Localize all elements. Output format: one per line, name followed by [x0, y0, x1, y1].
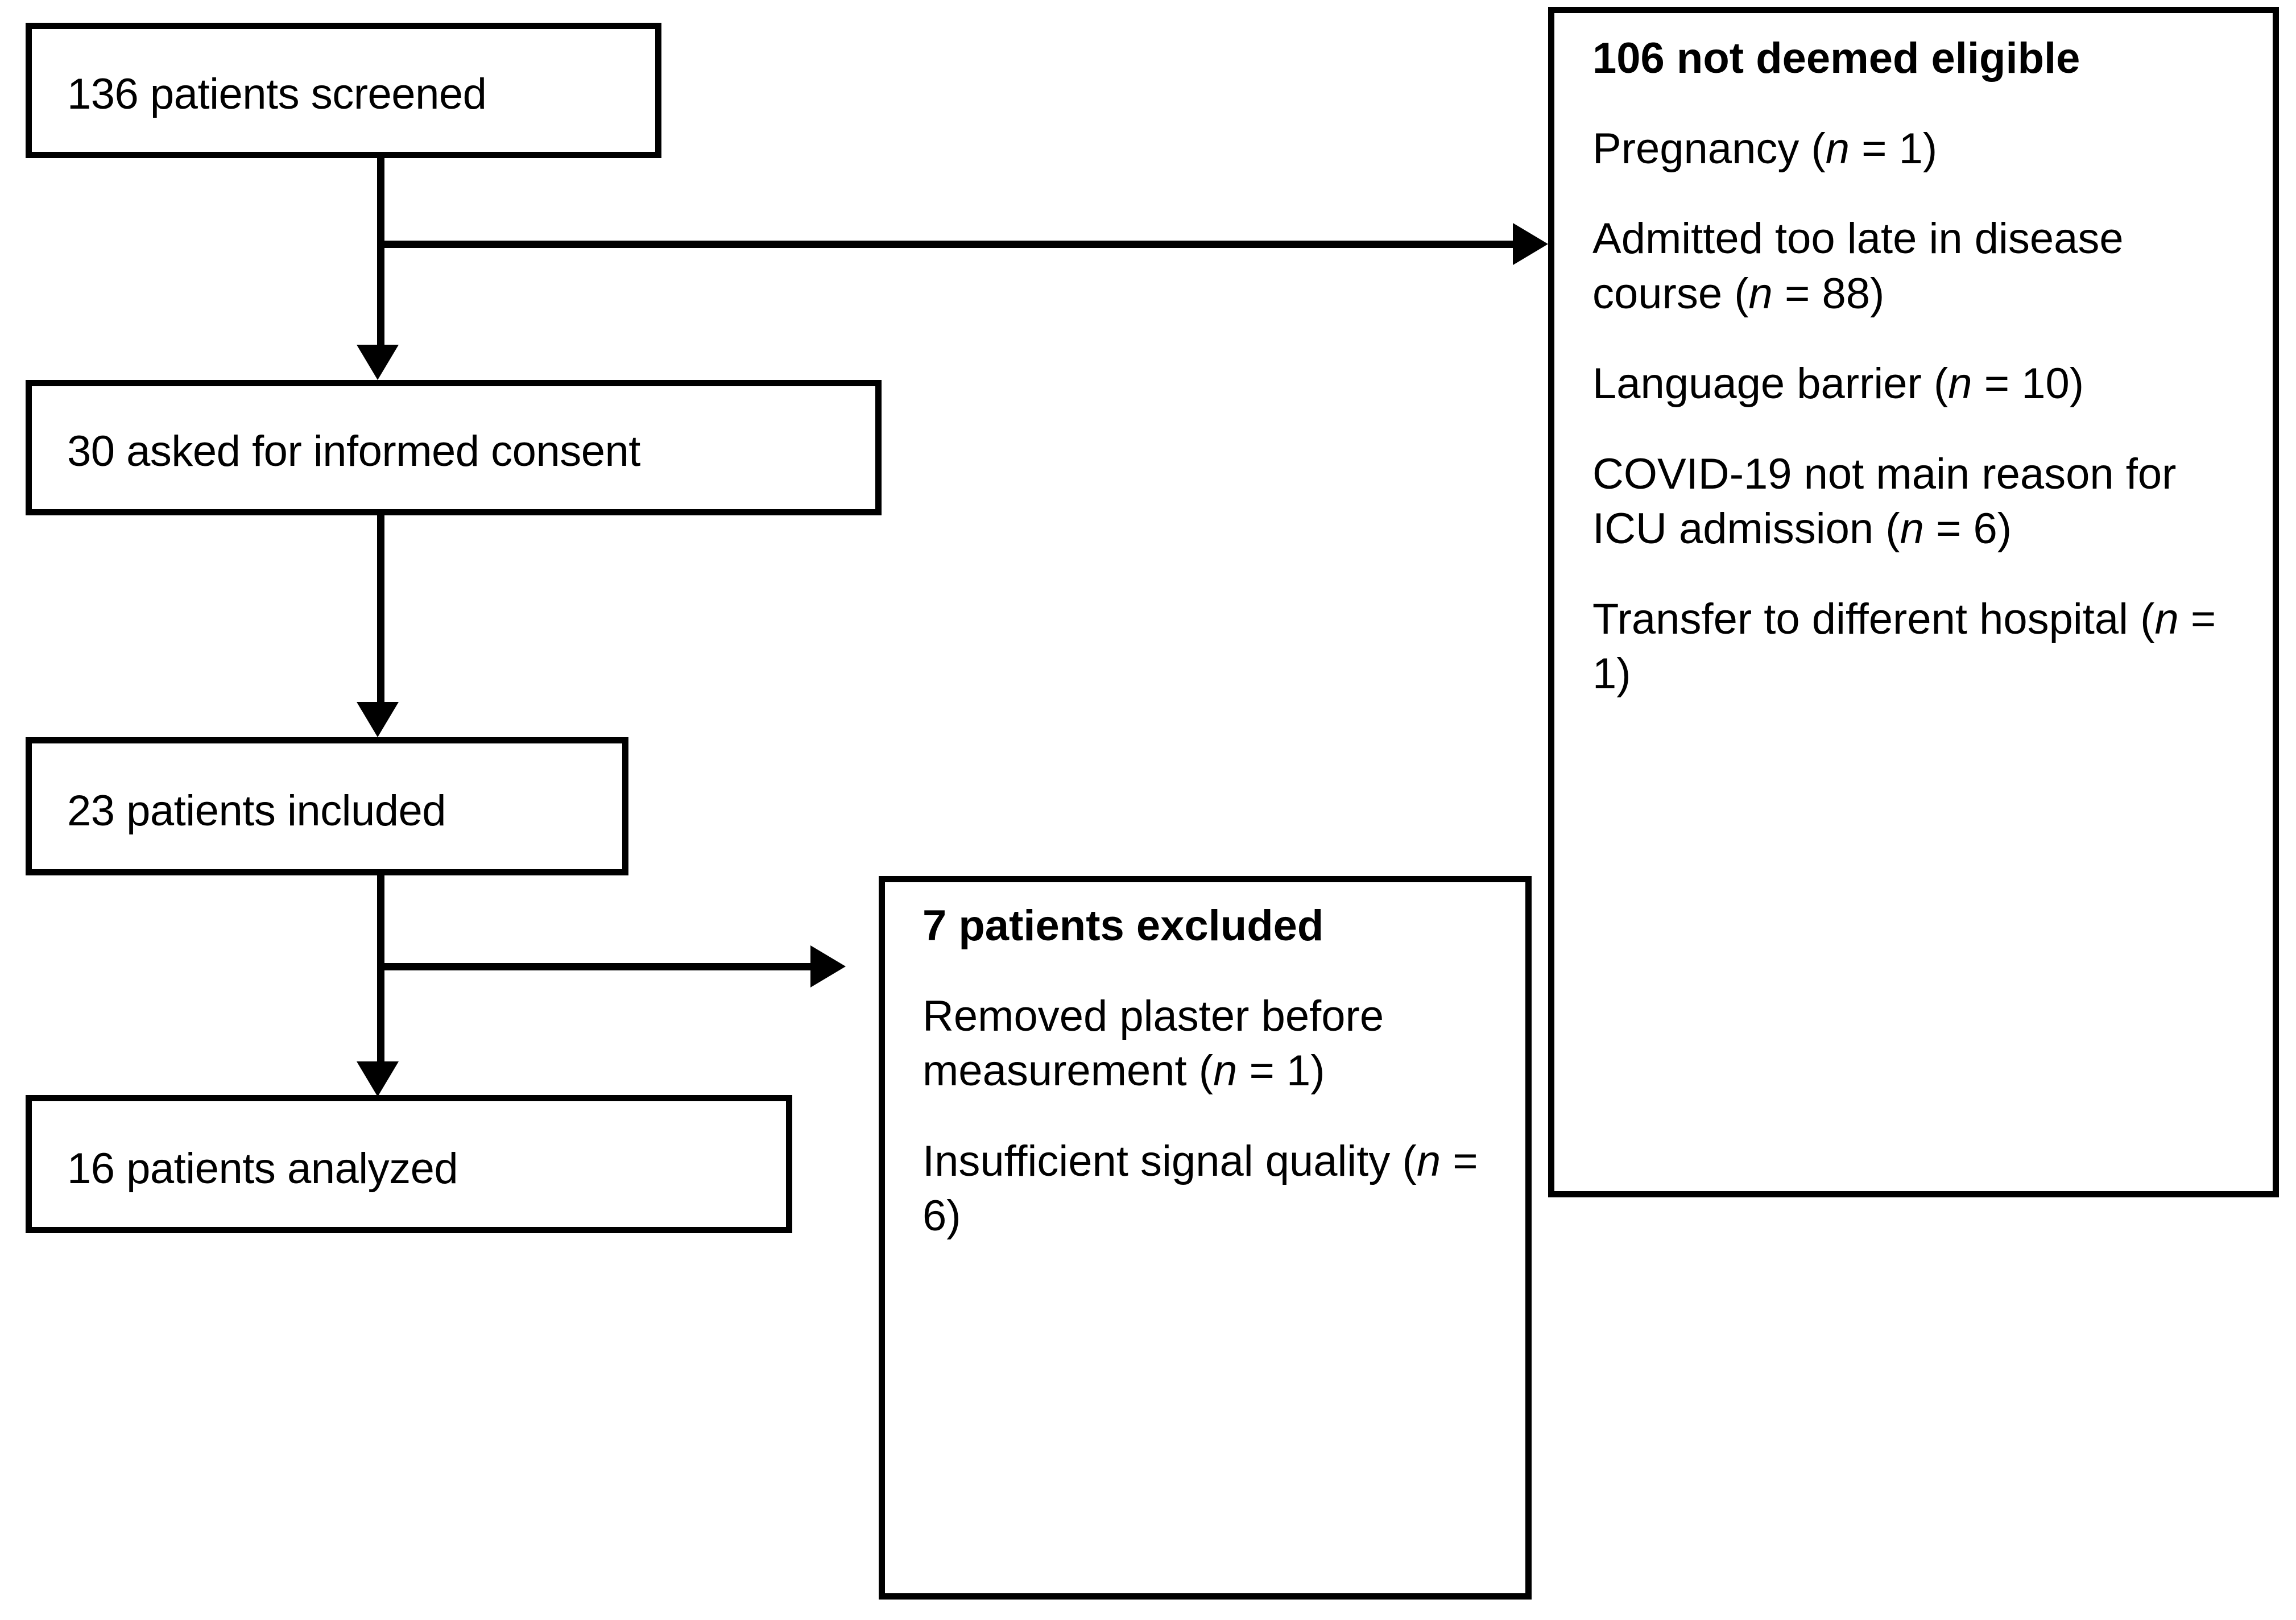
reason-text: Admitted too late in disease course (	[1592, 214, 2124, 318]
arrowhead-down-consent-to-included	[357, 702, 399, 737]
not-eligible-reason-pregnancy: Pregnancy (n = 1)	[1592, 122, 2252, 177]
reason-count: = 1)	[1592, 594, 2216, 699]
n-symbol: n	[1416, 1137, 1441, 1185]
connector-screened-to-consent	[377, 158, 384, 346]
not-deemed-eligible-content: 106 not deemed eligible Pregnancy (n = 1…	[1592, 31, 2252, 702]
connector-included-to-excluded	[377, 963, 812, 970]
patients-excluded-heading: 7 patients excluded	[922, 902, 1324, 950]
reason-text: COVID-19 not main reason for ICU admissi…	[1592, 449, 2177, 553]
reason-count: = 1)	[1237, 1047, 1325, 1096]
n-symbol: n	[1948, 359, 1972, 408]
reason-text: Removed plaster before measurement (	[922, 991, 1384, 1096]
reason-count: = 88)	[1772, 269, 1885, 318]
node-patients-analyzed-label: 16 patients analyzed	[67, 1144, 458, 1193]
not-deemed-eligible-heading: 106 not deemed eligible	[1592, 34, 2080, 82]
node-not-deemed-eligible	[1548, 7, 2279, 1197]
node-patients-included	[26, 737, 628, 875]
n-symbol: n	[1825, 124, 1850, 173]
n-symbol: n	[1748, 269, 1773, 318]
n-symbol: n	[1213, 1047, 1238, 1096]
patients-excluded-content: 7 patients excluded Removed plaster befo…	[922, 899, 1491, 1244]
reason-text: Transfer to different hospital (	[1592, 594, 2155, 643]
reason-text: Insufficient signal quality (	[922, 1137, 1417, 1185]
not-eligible-reason-language-barrier: Language barrier (n = 10)	[1592, 357, 2252, 412]
reason-text: Language barrier (	[1592, 359, 1949, 408]
not-eligible-reason-covid-not-main: COVID-19 not main reason for ICU admissi…	[1592, 447, 2252, 557]
reason-count: = 6)	[1923, 505, 2012, 553]
arrowhead-right-to-not-eligible	[1513, 223, 1548, 265]
reason-count: = 6)	[922, 1137, 1478, 1241]
reason-text: Pregnancy (	[1592, 124, 1826, 173]
node-patients-included-label: 23 patients included	[67, 787, 446, 835]
node-asked-for-consent-label: 30 asked for informed consent	[67, 427, 640, 476]
n-symbol: n	[1900, 505, 1924, 553]
excluded-reason-removed-plaster: Removed plaster before measurement (n = …	[922, 989, 1491, 1099]
node-patients-excluded	[879, 876, 1532, 1600]
arrowhead-down-included-to-analyzed	[357, 1061, 399, 1097]
arrowhead-down-screened-to-consent	[357, 345, 399, 380]
connector-consent-to-included	[377, 515, 384, 703]
node-patients-screened-label: 136 patients screened	[67, 70, 487, 118]
connector-screened-to-not-eligible	[377, 241, 1515, 248]
n-symbol: n	[2154, 594, 2179, 643]
node-patients-screened	[26, 23, 661, 158]
not-eligible-reason-admitted-too-late: Admitted too late in disease course (n =…	[1592, 212, 2252, 321]
not-eligible-reason-transfer: Transfer to different hospital (n = 1)	[1592, 592, 2252, 702]
arrowhead-right-to-excluded	[810, 945, 846, 987]
excluded-reason-insufficient-signal: Insufficient signal quality (n = 6)	[922, 1134, 1491, 1244]
node-patients-analyzed	[26, 1095, 792, 1233]
node-asked-for-consent	[26, 380, 882, 515]
reason-count: = 1)	[1850, 124, 1938, 173]
reason-count: = 10)	[1972, 359, 2084, 408]
